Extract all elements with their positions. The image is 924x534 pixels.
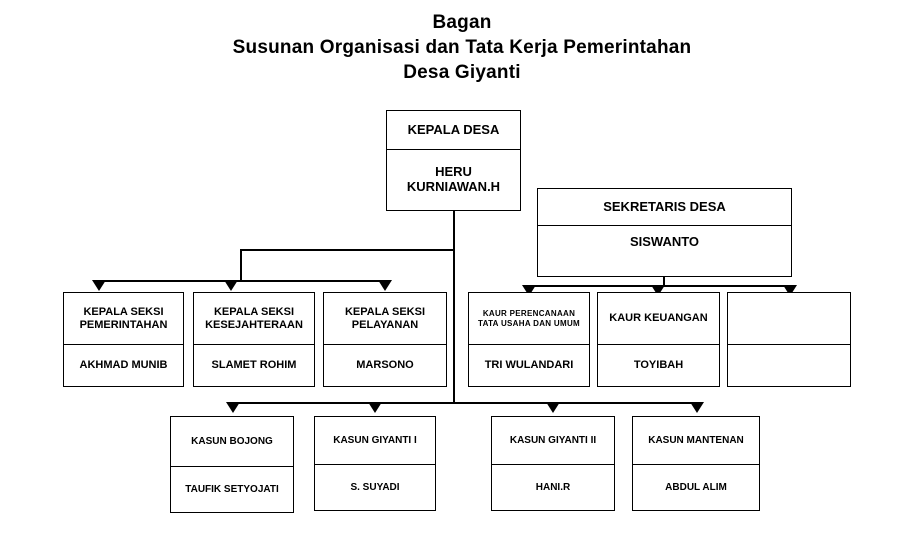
node-kepala-seksi-pemerintahan[interactable]: KEPALA SEKSI PEMERINTAHAN AKHMAD MUNIB bbox=[63, 292, 184, 387]
arrow-to-kaur-keuangan bbox=[651, 285, 665, 296]
node-sekretaris-desa[interactable]: SEKRETARIS DESA SISWANTO bbox=[537, 188, 792, 277]
seksi-distribution-bar bbox=[98, 280, 386, 282]
kaur-kosong-person bbox=[728, 345, 850, 386]
seksi-kesejahteraan-role: KEPALA SEKSI KESEJAHTERAAN bbox=[194, 293, 314, 345]
title-line-1: Bagan bbox=[432, 12, 492, 33]
arrow-to-kaur-kosong bbox=[783, 285, 797, 296]
kasun-bojong-person: TAUFIK SETYOJATI bbox=[185, 483, 279, 495]
kasun-giyanti-2-person: HANI.R bbox=[535, 481, 571, 493]
title-line-2: Susunan Organisasi dan Tata Kerja Pemeri… bbox=[232, 37, 692, 58]
arrow-to-seksi-pelayanan bbox=[378, 280, 392, 291]
title-line-3: Desa Giyanti bbox=[403, 62, 521, 83]
node-kasun-bojong[interactable]: KASUN BOJONG TAUFIK SETYOJATI bbox=[170, 416, 294, 513]
kasun-giyanti-1-role: KASUN GIYANTI I bbox=[315, 417, 435, 465]
node-kasun-giyanti-2[interactable]: KASUN GIYANTI II HANI.R bbox=[491, 416, 615, 511]
node-kepala-seksi-pelayanan[interactable]: KEPALA SEKSI PELAYANAN MARSONO bbox=[323, 292, 447, 387]
kaur-keuangan-role: KAUR KEUANGAN bbox=[598, 293, 719, 345]
kaur-perencanaan-role: KAUR PERENCANAAN TATA USAHA DAN UMUM bbox=[469, 293, 589, 345]
seksi-pemerintahan-person: AKHMAD MUNIB bbox=[79, 359, 168, 372]
node-kaur-kosong[interactable] bbox=[727, 292, 851, 387]
kasun-mantenan-role: KASUN MANTENAN bbox=[633, 417, 759, 465]
seksi-pelayanan-person: MARSONO bbox=[356, 359, 414, 372]
chart-title: Bagan Susunan Organisasi dan Tata Kerja … bbox=[0, 10, 924, 85]
arrow-to-kasun-mantenan bbox=[690, 402, 704, 413]
node-kaur-keuangan[interactable]: KAUR KEUANGAN TOYIBAH bbox=[597, 292, 720, 387]
sekretaris-stem-vertical bbox=[663, 277, 665, 286]
node-kaur-perencanaan[interactable]: KAUR PERENCANAAN TATA USAHA DAN UMUM TRI… bbox=[468, 292, 590, 387]
node-kasun-giyanti-1[interactable]: KASUN GIYANTI I S. SUYADI bbox=[314, 416, 436, 511]
kasun-giyanti-1-person: S. SUYADI bbox=[350, 481, 400, 493]
arrow-to-seksi-kesejahteraan bbox=[224, 280, 238, 291]
seksi-pelayanan-role: KEPALA SEKSI PELAYANAN bbox=[324, 293, 446, 345]
seksi-pemerintahan-role: KEPALA SEKSI PEMERINTAHAN bbox=[64, 293, 183, 345]
kepala-desa-role: KEPALA DESA bbox=[387, 111, 520, 150]
trunk-vertical-main bbox=[453, 211, 455, 403]
kasun-mantenan-person: ABDUL ALIM bbox=[665, 481, 727, 493]
kepala-desa-person: HERU KURNIAWAN.H bbox=[406, 164, 501, 194]
sekretaris-desa-person: SISWANTO bbox=[629, 234, 700, 249]
arrow-to-seksi-pemerintahan bbox=[92, 280, 106, 291]
kasun-giyanti-2-role: KASUN GIYANTI II bbox=[492, 417, 614, 465]
arrow-to-kasun-giyanti-1 bbox=[368, 402, 382, 413]
node-kepala-seksi-kesejahteraan[interactable]: KEPALA SEKSI KESEJAHTERAAN SLAMET ROHIM bbox=[193, 292, 315, 387]
left-branch-horizontal bbox=[240, 249, 454, 251]
node-kepala-desa[interactable]: KEPALA DESA HERU KURNIAWAN.H bbox=[386, 110, 521, 211]
kaur-kosong-role bbox=[728, 293, 850, 345]
kasun-bojong-role: KASUN BOJONG bbox=[171, 417, 293, 467]
arrow-to-kaur-perencanaan bbox=[522, 285, 536, 296]
seksi-kesejahteraan-person: SLAMET ROHIM bbox=[211, 359, 297, 372]
kasun-distribution-bar bbox=[232, 402, 698, 404]
node-kasun-mantenan[interactable]: KASUN MANTENAN ABDUL ALIM bbox=[632, 416, 760, 511]
left-branch-vertical bbox=[240, 249, 242, 281]
arrow-to-kasun-bojong bbox=[226, 402, 240, 413]
sekretaris-desa-role: SEKRETARIS DESA bbox=[538, 189, 791, 226]
arrow-to-kasun-giyanti-2 bbox=[546, 402, 560, 413]
kaur-keuangan-person: TOYIBAH bbox=[633, 359, 684, 372]
kaur-perencanaan-person: TRI WULANDARI bbox=[484, 359, 574, 372]
